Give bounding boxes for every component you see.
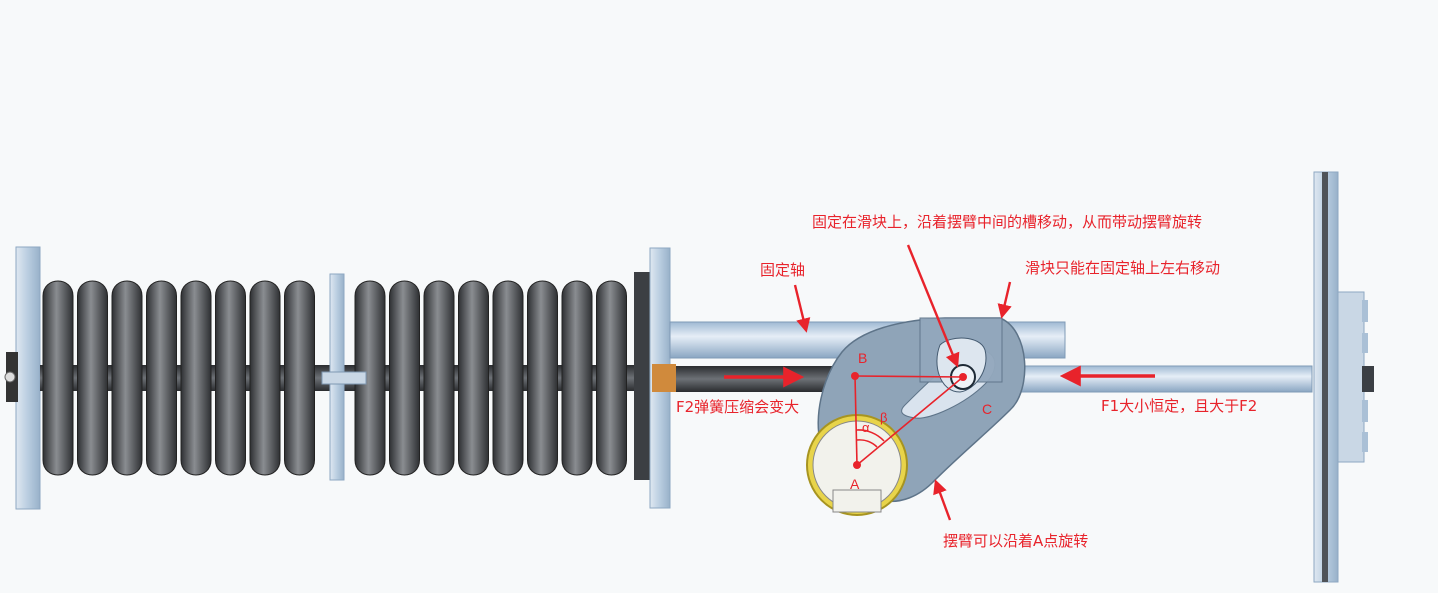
spring-coil [389, 280, 420, 476]
construction-lines [854, 375, 964, 466]
f2-note-label: F2弹簧压缩会变大 [676, 398, 800, 416]
angle-beta-label: β [880, 410, 888, 425]
point-c-label: C [982, 401, 993, 417]
spring-coil [77, 280, 108, 476]
point-b-label: B [858, 350, 868, 366]
pin-note-label: 固定在滑块上，沿着摆臂中间的槽移动，从而带动摆臂旋转 [812, 213, 1203, 231]
spring-coil [111, 280, 143, 476]
point-a-marker [853, 461, 861, 469]
spring-coil [42, 280, 74, 476]
angle-alpha-label: α [862, 420, 870, 435]
push-rod-left [676, 366, 846, 392]
right-end-plate [1313, 171, 1374, 583]
pin-note-arrow [906, 244, 960, 368]
compression-spring [42, 280, 627, 476]
f1-note-label: F1大小恒定，且大于F2 [1101, 397, 1258, 415]
slider-note-arrow [997, 281, 1012, 319]
spring-coil [492, 280, 524, 476]
force-arrows [724, 365, 1155, 388]
spring-coil [249, 280, 281, 476]
fixed-shaft-arrow [793, 284, 811, 333]
point-b-marker [851, 372, 859, 380]
slider-note-label: 滑块只能在固定轴上左右移动 [1025, 259, 1221, 277]
spring-coil [458, 280, 489, 476]
spring-coil [284, 280, 315, 476]
spring-coil [423, 280, 455, 476]
spring-coil [146, 280, 177, 476]
spring-right-end-plate [634, 247, 671, 509]
spring-coil [596, 280, 627, 476]
spring-coil [180, 280, 212, 476]
annotation-arrows [793, 244, 1012, 521]
rod-bushing [652, 364, 676, 392]
arm-note-label: 摆臂可以沿着A点旋转 [943, 532, 1089, 550]
spring-coil [561, 280, 593, 476]
fixed-shaft-label: 固定轴 [760, 261, 806, 279]
point-c-pin-marker [959, 373, 967, 381]
point-a-label: A [850, 476, 860, 492]
left-end-plate [4, 246, 41, 510]
arm-note-arrow [933, 479, 952, 521]
spring-coil [354, 280, 386, 476]
spring-middle-spacer [321, 273, 367, 481]
spring-coil [527, 280, 558, 476]
push-rod-right [999, 365, 1313, 393]
spring-coil [215, 280, 246, 476]
